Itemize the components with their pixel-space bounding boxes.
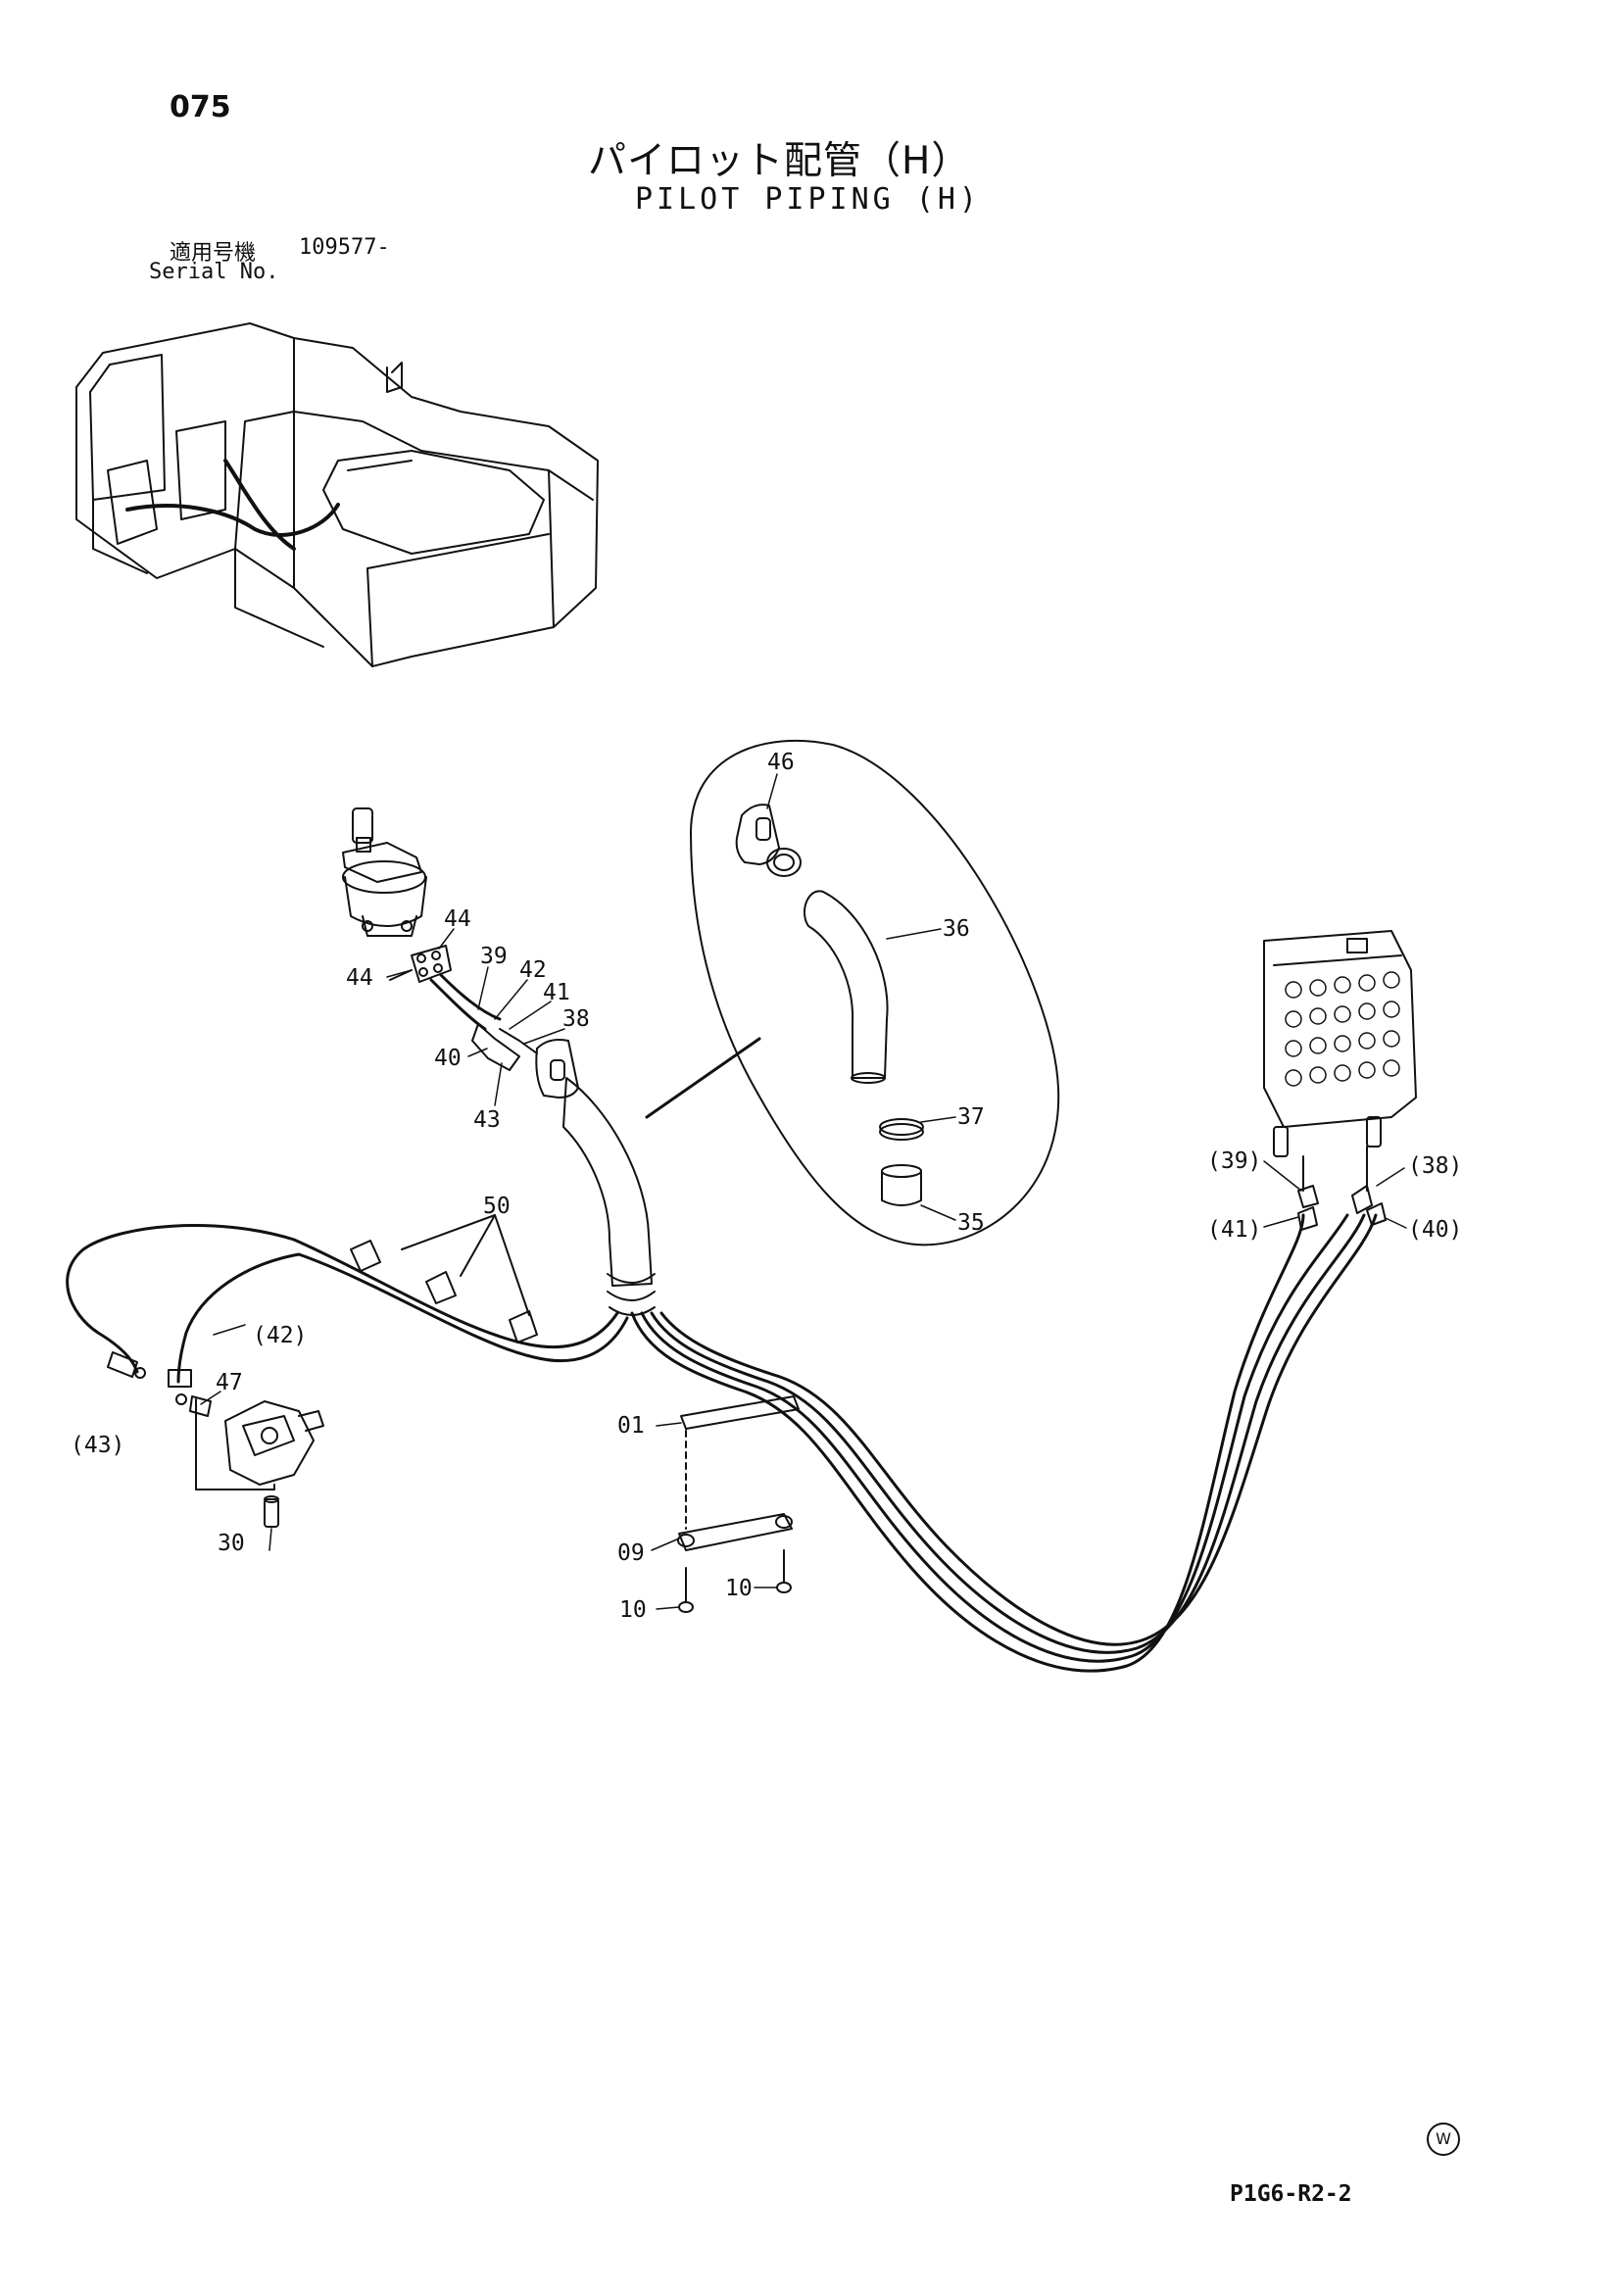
watermark-symbol: W	[1427, 2123, 1460, 2156]
callout-50: 50	[483, 1194, 511, 1219]
callout-labels: 46 36 37 35 44 44 39 42 41 38 40 43 50 (…	[71, 750, 1462, 1623]
serial-label-jp: 適用号機	[170, 241, 257, 266]
hose-ends-left	[107, 1351, 192, 1405]
callout-38: 38	[562, 1006, 590, 1032]
callout-30: 30	[218, 1531, 245, 1556]
detail-bubble	[645, 739, 1060, 1246]
serial-label-en: Serial No.	[149, 260, 279, 284]
callout-43: 43	[473, 1107, 501, 1133]
callout-09: 09	[617, 1540, 645, 1566]
hose-clips	[350, 1214, 538, 1343]
solenoid-block	[189, 1395, 324, 1528]
hose-bundle	[66, 1213, 1378, 1673]
callout-47: 47	[216, 1370, 243, 1395]
callout-44-upper: 44	[444, 906, 471, 932]
callout-41: 41	[543, 980, 570, 1005]
excavator-overview	[75, 322, 599, 667]
callout-44-left: 44	[346, 965, 373, 991]
callout-43-ref: (43)	[71, 1433, 124, 1458]
callout-10-left: 10	[619, 1597, 647, 1623]
control-valve-block	[1263, 930, 1417, 1231]
pilot-valve	[342, 807, 452, 983]
callout-01: 01	[617, 1413, 645, 1439]
callout-42-ref: (42)	[253, 1323, 307, 1348]
callout-40: 40	[434, 1046, 462, 1071]
callout-38-ref: (38)	[1408, 1153, 1462, 1179]
drawing-code: P1G6-R2-2	[1230, 2181, 1352, 2207]
leader-lines	[200, 773, 1407, 1610]
page-title-en: PILOT PIPING (H)	[635, 182, 981, 217]
page-number: 075	[170, 90, 231, 124]
serial-range: 109577-	[299, 235, 390, 260]
callout-46: 46	[767, 750, 795, 775]
callout-39: 39	[480, 944, 508, 969]
callout-10-right: 10	[725, 1576, 753, 1601]
callout-37: 37	[957, 1104, 985, 1130]
callout-35: 35	[957, 1210, 985, 1236]
callout-39-ref: (39)	[1207, 1148, 1261, 1174]
valve-hoses	[429, 973, 656, 1316]
callout-41-ref: (41)	[1207, 1217, 1261, 1243]
callout-42: 42	[519, 957, 547, 983]
callout-40-ref: (40)	[1408, 1217, 1462, 1243]
callout-36: 36	[943, 916, 970, 942]
page-title-jp: パイロット配管（H）	[588, 139, 971, 183]
